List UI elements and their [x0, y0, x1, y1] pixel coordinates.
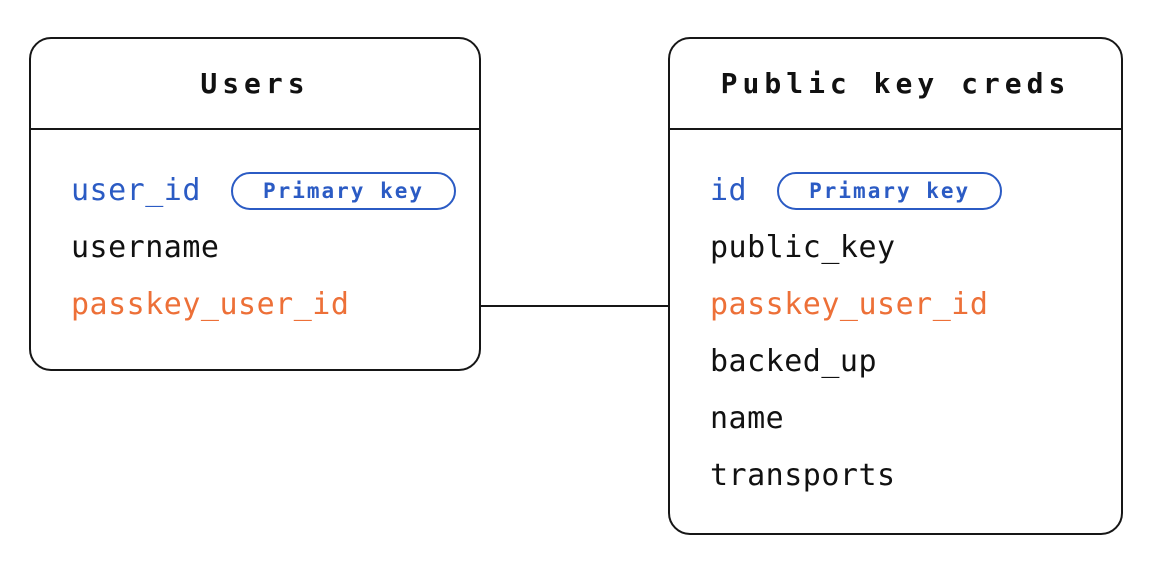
field-row: passkey_user_id: [710, 276, 1101, 333]
field-name-transports: transports: [710, 458, 896, 493]
field-row: public_key: [710, 219, 1101, 276]
field-row: user_id Primary key: [71, 162, 459, 219]
field-row: transports: [710, 447, 1101, 504]
table-header: Users: [31, 39, 479, 130]
field-name-id: id: [710, 173, 748, 208]
relationship-line: [481, 305, 668, 307]
field-name-name: name: [710, 401, 785, 436]
table-header: Public key creds: [670, 39, 1121, 130]
entity-table-users: Users user_id Primary key username passk…: [29, 37, 481, 371]
primary-key-badge: Primary key: [230, 171, 457, 210]
field-name-public-key: public_key: [710, 230, 896, 265]
field-name-passkey-user-id: passkey_user_id: [71, 287, 350, 322]
field-name-username: username: [71, 230, 220, 265]
field-row: backed_up: [710, 333, 1101, 390]
table-body: id Primary key public_key passkey_user_i…: [670, 130, 1121, 504]
table-title: Users: [200, 67, 310, 100]
table-title: Public key creds: [720, 67, 1071, 100]
entity-table-public-key-creds: Public key creds id Primary key public_k…: [668, 37, 1123, 535]
field-row: id Primary key: [710, 162, 1101, 219]
table-body: user_id Primary key username passkey_use…: [31, 130, 479, 333]
field-row: name: [710, 390, 1101, 447]
field-row: username: [71, 219, 459, 276]
field-row: passkey_user_id: [71, 276, 459, 333]
primary-key-badge: Primary key: [777, 171, 1003, 210]
field-name-passkey-user-id: passkey_user_id: [710, 287, 989, 322]
field-name-user-id: user_id: [71, 173, 201, 208]
field-name-backed-up: backed_up: [710, 344, 878, 379]
